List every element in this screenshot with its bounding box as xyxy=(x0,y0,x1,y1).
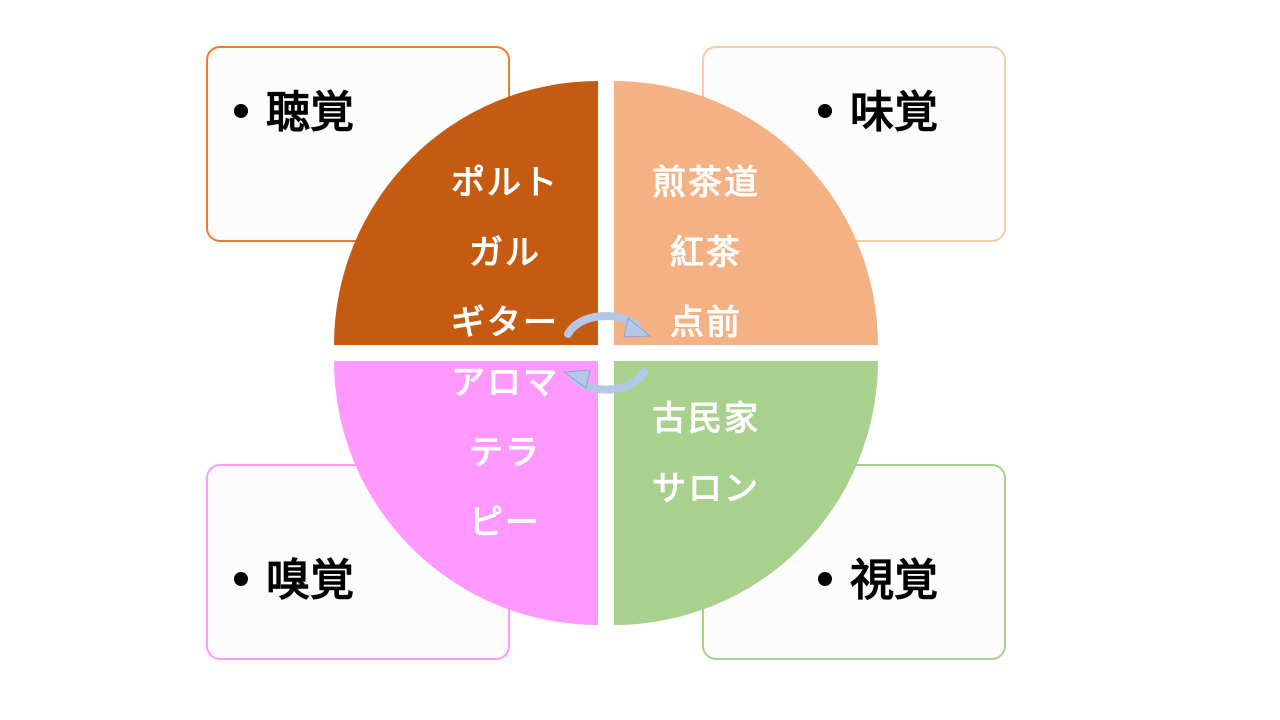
quadrant-line: ピー xyxy=(469,503,541,543)
quadrant-line: 煎茶道 xyxy=(652,163,760,203)
bullet-icon xyxy=(234,104,248,118)
quadrant-smell-text: アロマ テラ ピー xyxy=(405,348,605,558)
box-visual-label: 視覚 xyxy=(850,555,938,606)
quadrant-visual xyxy=(614,361,878,625)
quadrant-auditory xyxy=(334,81,598,345)
quadrant-line: ギター xyxy=(451,303,559,343)
cycle-arrow-top-icon xyxy=(564,311,652,338)
bullet-icon xyxy=(234,572,248,586)
cycle-arrow-bottom-icon xyxy=(562,368,648,394)
quadrant-line: 古民家 xyxy=(652,399,760,439)
quadrant-visual-text: 古民家 サロン xyxy=(606,384,806,524)
quadrant-line: アロマ xyxy=(451,363,559,403)
bullet-icon xyxy=(818,104,832,118)
quadrant-smell xyxy=(334,361,598,625)
quadrant-taste xyxy=(614,81,878,345)
quadrant-line: 紅茶 xyxy=(670,233,742,273)
box-taste-label: 味覚 xyxy=(850,87,938,138)
quadrant-taste-text: 煎茶道 紅茶 点前 xyxy=(606,148,806,358)
quadrant-line: ガル xyxy=(469,233,541,273)
box-auditory-label: 聴覚 xyxy=(266,87,354,138)
quadrant-line: サロン xyxy=(652,469,760,509)
quadrant-line: ポルト xyxy=(451,163,559,203)
quadrant-auditory-text: ポルト ガル ギター xyxy=(405,148,605,358)
quadrant-line: テラ xyxy=(469,433,541,473)
box-smell-label: 嗅覚 xyxy=(266,555,354,606)
quadrant-line: 点前 xyxy=(670,303,742,343)
bullet-icon xyxy=(818,572,832,586)
